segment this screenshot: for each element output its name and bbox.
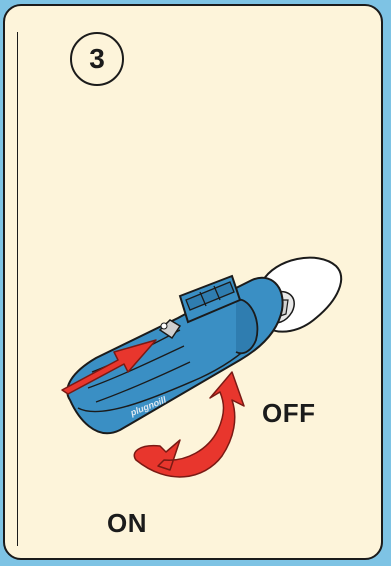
off-label: OFF [262, 398, 316, 429]
on-label: ON [107, 508, 147, 539]
scooter-body [67, 278, 282, 433]
